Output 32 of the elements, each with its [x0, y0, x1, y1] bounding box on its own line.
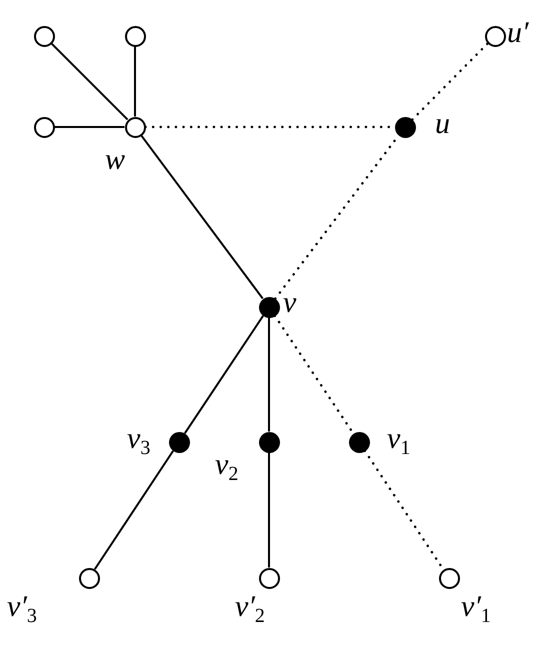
dotted-line — [411, 42, 489, 121]
edge-line — [54, 126, 124, 128]
vertex-label: u′ — [507, 18, 529, 48]
vertex-label: v — [283, 288, 296, 318]
vertex-label: v′$_{1}$ — [461, 592, 491, 626]
vertex-label: v$_{3}$ — [127, 424, 150, 458]
open-vertex — [438, 568, 460, 588]
filled-vertex — [258, 296, 280, 318]
edge-line — [134, 46, 136, 116]
open-vertex — [34, 116, 54, 138]
edge-line — [50, 42, 128, 120]
open-vertex — [258, 568, 280, 588]
open-vertex — [124, 116, 146, 138]
open-vertex — [484, 26, 506, 46]
vertex-label: v$_{1}$ — [387, 424, 410, 458]
open-vertex — [124, 26, 146, 46]
filled-vertex — [348, 432, 370, 452]
vertex-label: v$_{2}$ — [215, 450, 238, 484]
edge-line — [184, 315, 264, 434]
edge-line — [268, 318, 270, 432]
vertex-label: v′$_{3}$ — [7, 592, 37, 626]
edge-line — [140, 134, 264, 300]
vertex-label: u — [435, 109, 450, 139]
vertex-label: w — [105, 145, 126, 175]
filled-vertex — [394, 116, 416, 138]
edge-line — [94, 450, 174, 570]
filled-vertex — [258, 432, 280, 452]
open-vertex — [34, 26, 54, 46]
open-vertex — [78, 568, 100, 588]
filled-vertex — [168, 432, 190, 452]
edge-line — [268, 452, 270, 568]
vertex-label: v′$_{2}$ — [235, 592, 265, 626]
